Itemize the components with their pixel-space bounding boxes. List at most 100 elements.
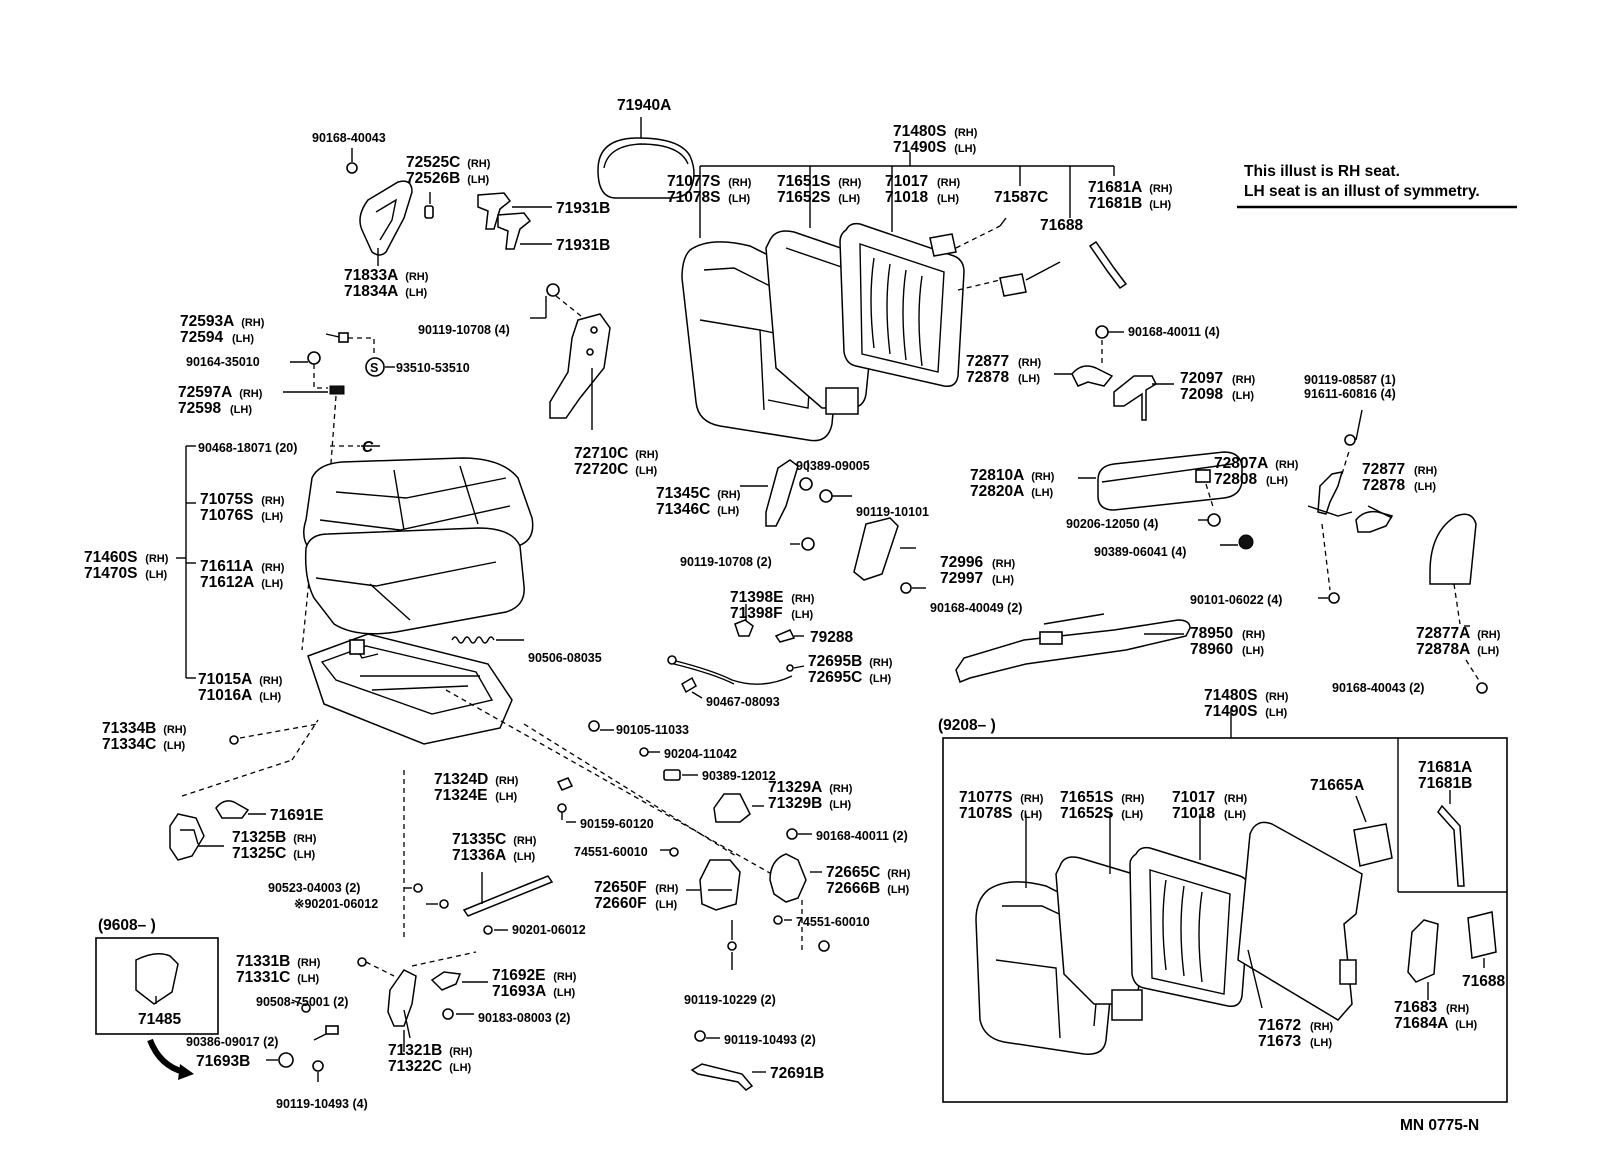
part-label-p71940A-0: 71940A <box>617 97 671 114</box>
part-label-p72710-0: 72710C <box>574 445 628 462</box>
part-side-p72877b-1: (LH) <box>1414 481 1436 493</box>
part-label-p71331-0: 71331B <box>236 953 290 970</box>
part-side-pbox_71683-1: (LH) <box>1455 1019 1477 1031</box>
part-side-p71345-1: (LH) <box>717 505 739 517</box>
part-side-p71651top-1: (LH) <box>838 193 860 205</box>
part-label-p72695-0: 72695B <box>808 653 862 670</box>
belt-78950 <box>955 619 1191 683</box>
part-label-p71693B-0: 71693B <box>196 1053 250 1070</box>
part-label-p71692-0: 71692E <box>492 967 545 984</box>
seat-cushion-group: C <box>176 439 534 745</box>
bracket-72097 <box>1113 375 1157 421</box>
bracket-71329a <box>713 793 751 823</box>
part-label-p71331-1: 71331C <box>236 969 290 986</box>
part-label-p90119_10493_2-0: 90119-10493 (2) <box>724 1033 816 1047</box>
part-label-p90105-0: 90105-11033 <box>616 723 689 737</box>
part-label-p90467-0: 90467-08093 <box>706 695 780 709</box>
part-side-p71480box-1: (LH) <box>1265 707 1287 719</box>
part-side-p72877b-0: (RH) <box>1414 465 1438 477</box>
part-label-p71321-1: 71322C <box>388 1058 442 1075</box>
part-side-p71681top-0: (RH) <box>1149 183 1173 195</box>
part-label-p71335-0: 71335C <box>452 831 506 848</box>
part-side-p72877A-0: (RH) <box>1477 629 1501 641</box>
box-part-71688 <box>1467 911 1497 959</box>
lower-left-group <box>169 689 801 1082</box>
headrest-71940a <box>597 137 695 199</box>
clip-72525c <box>424 205 434 219</box>
part-side-p72525-1: (LH) <box>467 174 489 186</box>
part-side-p72877a-1: (LH) <box>1018 373 1040 385</box>
part-label-p72525-1: 72526B <box>406 170 460 187</box>
part-label-p72996-1: 72997 <box>940 570 983 587</box>
hinge-cover-71345c <box>765 459 799 527</box>
part-label-p71688top-0: 71688 <box>1040 217 1083 234</box>
callout-c: C <box>362 439 374 456</box>
headrest-guide-2 <box>497 212 532 250</box>
part-label-p72097-1: 72098 <box>1180 386 1223 403</box>
part-label-p72810-0: 72810A <box>970 467 1024 484</box>
part-side-p72807-0: (RH) <box>1275 459 1299 471</box>
cover-72665c <box>769 853 807 903</box>
side-cover-71833a <box>359 180 413 256</box>
part-label-p71345-1: 71346C <box>656 501 710 518</box>
box9608-label: (9608– ) <box>98 917 156 934</box>
rod-71335c <box>462 875 554 917</box>
part-side-p72710-0: (RH) <box>635 449 659 461</box>
note-block: This illust is RH seat. LH seat is an il… <box>1237 163 1517 209</box>
clip-71691e <box>215 800 250 819</box>
part-side-p71460-1: (LH) <box>145 569 167 581</box>
part-label-p72650-0: 72650F <box>594 879 647 896</box>
part-side-pbox_71672-1: (LH) <box>1310 1037 1332 1049</box>
box-back-board-tab <box>1339 959 1357 985</box>
part-side-p71480top-1: (LH) <box>954 143 976 155</box>
headrest-guide-1 <box>477 192 512 230</box>
bolt-90119-08587 <box>1344 434 1356 446</box>
shield-72877a <box>1429 513 1477 585</box>
part-label-p78950-0: 78950 <box>1190 625 1233 642</box>
part-side-p72810-1: (LH) <box>1031 487 1053 499</box>
bushing-90389-09005 <box>799 477 813 491</box>
right-hardware-group <box>1054 325 1488 694</box>
part-side-pbox_71077-0: (RH) <box>1020 793 1044 805</box>
part-side-pbox_71077-1: (LH) <box>1020 809 1042 821</box>
part-label-p72665-1: 72666B <box>826 880 880 897</box>
part-label-pbox_71672-0: 71672 <box>1258 1017 1301 1034</box>
part-side-p71325-0: (RH) <box>293 833 317 845</box>
part-label-p71611-1: 71612A <box>200 574 254 591</box>
part-label-p90468-0: 90468-18071 (20) <box>198 441 297 455</box>
center-lower-group <box>588 720 830 1091</box>
seat-frame-hinge <box>349 639 365 655</box>
handle-71398e <box>734 619 754 637</box>
part-side-pbox_71017-0: (RH) <box>1224 793 1248 805</box>
part-side-p71329-1: (LH) <box>829 799 851 811</box>
bracket-72691b <box>690 1063 754 1091</box>
part-side-p72593-0: (RH) <box>241 317 265 329</box>
seatbelt-group <box>955 613 1191 683</box>
part-label-p90389_06041-0: 90389-06041 (4) <box>1094 545 1186 559</box>
part-label-p72877a-1: 72878 <box>966 369 1009 386</box>
part-label-p90119_10101-0: 90119-10101 <box>856 505 929 519</box>
part-label-p71015-0: 71015A <box>198 671 252 688</box>
part-label-p71345-0: 71345C <box>656 485 710 502</box>
seatback-group <box>681 152 1128 442</box>
part-label-p93510-0: 93510-53510 <box>396 361 470 375</box>
part-side-p71334-0: (RH) <box>163 724 187 736</box>
part-side-p71681top-1: (LH) <box>1149 199 1171 211</box>
part-side-pbox_71651-0: (RH) <box>1121 793 1145 805</box>
part-side-p78950-1: (LH) <box>1242 645 1264 657</box>
part-label-p90159-0: 90159-60120 <box>580 817 654 831</box>
box-part-71665a <box>1353 823 1393 867</box>
bracket-72877 <box>1071 365 1114 387</box>
part-side-p72996-1: (LH) <box>992 574 1014 586</box>
part-label-pbox_71681-0: 71681A <box>1418 759 1472 776</box>
part-side-p71321-0: (RH) <box>449 1046 473 1058</box>
nut-lower-right <box>818 940 830 952</box>
part-side-p72525-0: (RH) <box>467 158 491 170</box>
bolt-71334b <box>229 735 239 745</box>
part-label-p90168_40043_2-0: 90168-40043 (2) <box>1332 681 1424 695</box>
part-label-p72665-0: 72665C <box>826 864 880 881</box>
part-side-p72665-1: (LH) <box>887 884 909 896</box>
part-label-p72877b-0: 72877 <box>1362 461 1405 478</box>
bracket-72807a <box>1317 471 1344 515</box>
part-side-p71075-1: (LH) <box>261 511 283 523</box>
